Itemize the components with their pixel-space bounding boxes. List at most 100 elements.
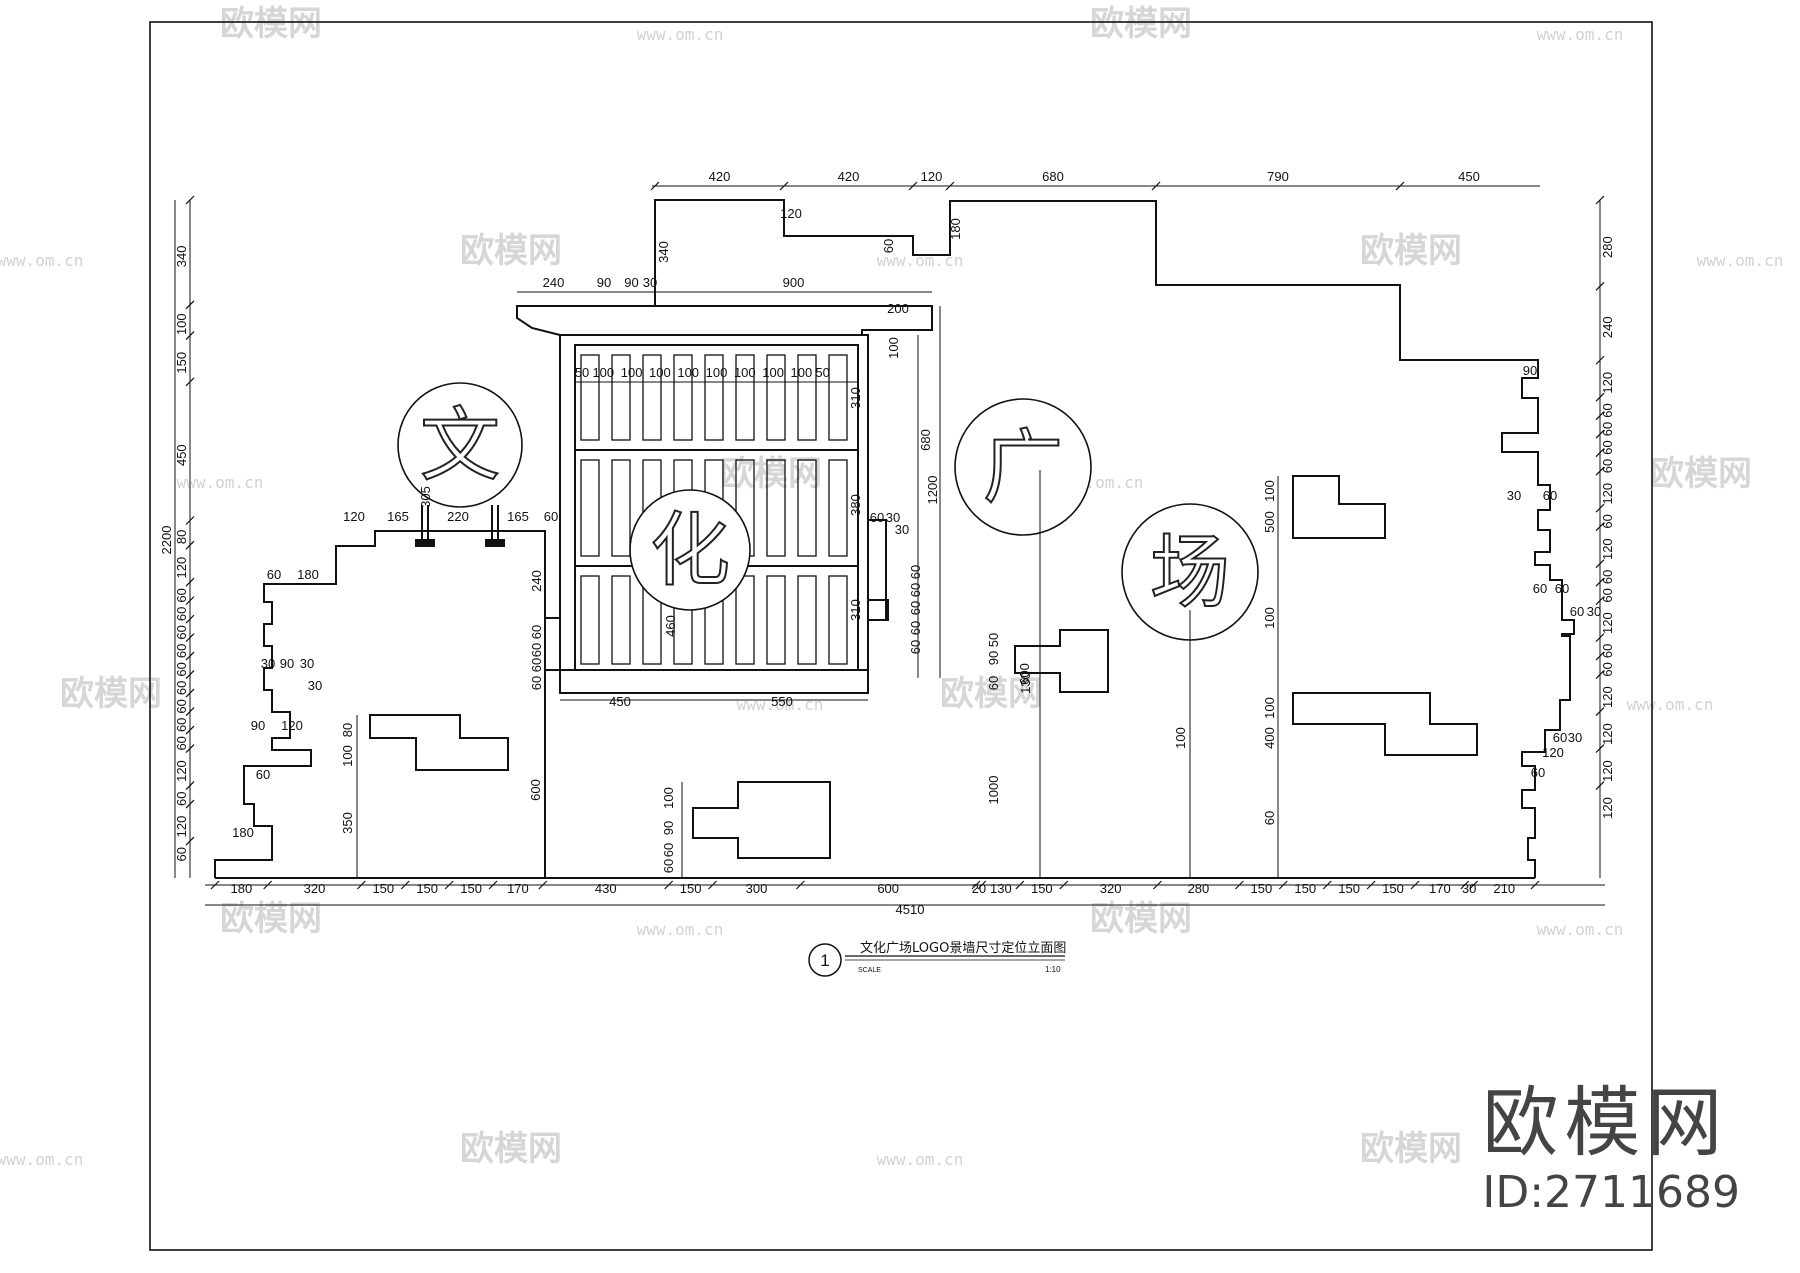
local-dimension-label: 30 [895, 522, 909, 537]
grille-bar [766, 459, 786, 557]
dimension-lines [174, 185, 1605, 906]
local-dimension-label: 165 [387, 509, 409, 524]
grille-dimension-label: 50 [815, 365, 829, 380]
left-dimension-label: 60 [174, 662, 189, 676]
char-guang: 广 [983, 421, 1063, 514]
local-dimension-label: 80 [340, 723, 355, 737]
local-dimension-label: 120 [281, 718, 303, 733]
total-width-label: 4510 [896, 902, 925, 917]
left-dimension-label: 60 [174, 847, 189, 861]
caption-scale: 1:10 [1045, 965, 1061, 974]
char-wen-badge: 文 [397, 382, 523, 508]
local-dimension-label: 460 [663, 615, 678, 637]
char-chang: 场 [1150, 526, 1230, 619]
local-dimension-label: 60 [881, 239, 896, 253]
local-dimension-label: 60 [1543, 488, 1557, 503]
left-dimension-label: 450 [174, 444, 189, 466]
local-dimension-label: 60 [1553, 730, 1567, 745]
left-dimension-label: 60 [174, 736, 189, 750]
char-hua-badge: 化 [629, 489, 751, 611]
grille-bar [611, 459, 631, 557]
local-dimension-label: 60 [908, 640, 923, 654]
grille-bar [766, 575, 786, 665]
bottom-dimension-label: 210 [1493, 881, 1515, 896]
local-dimension-label: 310 [848, 599, 863, 621]
grille-bar [797, 459, 817, 557]
top-dimension-label: 120 [921, 169, 943, 184]
right-dimension-label: 120 [1600, 797, 1615, 819]
local-dimension-label: 100 [340, 745, 355, 767]
left-dimension-label: 60 [174, 588, 189, 602]
bottom-dimension-label: 170 [507, 881, 529, 896]
local-dimension-label: 120 [780, 206, 802, 221]
grille-bar [797, 575, 817, 665]
top-dimension-label: 790 [1267, 169, 1289, 184]
watermark-url-text: www.om.cn [177, 473, 264, 492]
watermark-url-text: www.om.cn [1537, 920, 1624, 939]
bottom-dimension-label: 300 [746, 881, 768, 896]
watermark-url-text: www.om.cn [637, 920, 724, 939]
grille-bar [580, 354, 600, 441]
grille-bar [828, 575, 848, 665]
local-dimension-label: 60 [1570, 604, 1584, 619]
top-dimension-label: 420 [838, 169, 860, 184]
local-dimension-label: 220 [447, 509, 469, 524]
bottom-dimension-label: 150 [1250, 881, 1272, 896]
left-dimension-label: 60 [174, 607, 189, 621]
watermark-brand-text: 欧模网 [940, 674, 1042, 714]
right-dimension-label: 60 [1600, 514, 1615, 528]
local-dimension-label: 680 [918, 429, 933, 451]
local-dimension-label: 60 [1531, 765, 1545, 780]
grille-dimension-label: 100 [621, 365, 643, 380]
watermark-url-text: www.om.cn [1697, 251, 1784, 270]
watermark-brand-text: 欧模网 [1090, 899, 1192, 939]
local-dimension-label: 60 [1533, 581, 1547, 596]
grille-dimension-label: 100 [791, 365, 813, 380]
bottom-dimension-label: 150 [680, 881, 702, 896]
left-dimension-label: 100 [174, 313, 189, 335]
grille-dimension-label: 50 [575, 365, 589, 380]
grille-dimension-label: 100 [734, 365, 756, 380]
local-dimension-label: 60 [529, 658, 544, 672]
bottom-dimension-label: 150 [460, 881, 482, 896]
local-dimension-label: 30 [886, 510, 900, 525]
grille-dimension-label: 100 [592, 365, 614, 380]
local-dimension-label: 180 [297, 567, 319, 582]
left-dimension-label: 80 [174, 530, 189, 544]
local-dimension-label: 60 [529, 676, 544, 690]
left-dimension-label: 60 [174, 718, 189, 732]
bottom-dimension-label: 150 [1294, 881, 1316, 896]
local-dimension-label: 60 [1262, 811, 1277, 825]
grille-bar [828, 354, 848, 441]
right-dimension-label: 60 [1600, 588, 1615, 602]
logo-characters: 文化 广场 [397, 382, 1259, 641]
decor-blocks [369, 475, 1478, 859]
local-dimension-label: 305 [418, 486, 433, 508]
bottom-dimension-label: 180 [230, 881, 252, 896]
grille-bar [766, 354, 786, 441]
local-dimension-label: 30 [308, 678, 322, 693]
right-dimension-label: 60 [1600, 403, 1615, 417]
char-guang-badge: 广 [954, 398, 1092, 536]
right-dimension-label: 120 [1600, 538, 1615, 560]
local-dimension-label: 50 [986, 633, 1001, 647]
right-dimension-label: 60 [1600, 440, 1615, 454]
top-dimension-label: 450 [1458, 169, 1480, 184]
left-dimension-label: 60 [174, 625, 189, 639]
bottom-dimension-label: 30 [1462, 881, 1476, 896]
local-dimension-label: 400 [1262, 727, 1277, 749]
local-dimension-label: 90 [986, 651, 1001, 665]
right-dimension-label: 60 [1600, 644, 1615, 658]
char-wen: 文 [420, 399, 500, 492]
right-dimension-label: 60 [1600, 570, 1615, 584]
local-dimension-label: 60 [529, 625, 544, 639]
local-dimension-label: 340 [656, 241, 671, 263]
local-dimension-label: 180 [232, 825, 254, 840]
local-dimension-label: 120 [343, 509, 365, 524]
right-dimension-label: 60 [1600, 662, 1615, 676]
local-dimension-label: 100 [886, 337, 901, 359]
local-dimension-label: 100 [1262, 607, 1277, 629]
bottom-dimension-label: 320 [1100, 881, 1122, 896]
